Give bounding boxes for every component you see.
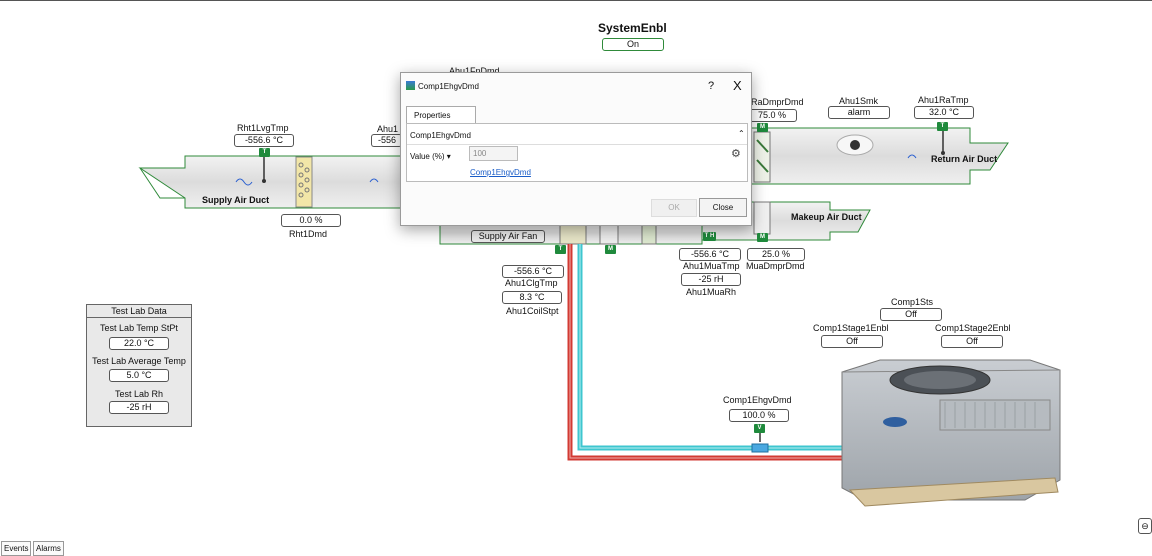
test-lab-rh-value[interactable]: -25 rH bbox=[109, 401, 169, 414]
close-button[interactable]: Close bbox=[699, 198, 747, 217]
ahu1-coil-stpt-value[interactable]: 8.3 °C bbox=[502, 291, 562, 304]
test-lab-temp-stpt-label: Test Lab Temp StPt bbox=[100, 323, 178, 333]
return-temp-badge[interactable]: T bbox=[937, 122, 948, 131]
temp-sensor-badge[interactable]: T bbox=[259, 148, 270, 157]
tab-properties[interactable]: Properties bbox=[406, 106, 476, 123]
ahu1-mua-rh-label: Ahu1MuaRh bbox=[686, 287, 737, 297]
comp1-ehgv-dmd-label: Comp1EhgvDmd bbox=[723, 395, 792, 405]
dialog-title: Comp1EhgvDmd bbox=[418, 82, 479, 91]
gear-icon[interactable]: ⚙ bbox=[731, 148, 741, 160]
value-input[interactable]: 100 bbox=[469, 146, 518, 161]
comp1-stage2-value[interactable]: Off bbox=[941, 335, 1003, 348]
test-lab-rh-label: Test Lab Rh bbox=[114, 389, 164, 399]
damper-badge[interactable]: M bbox=[757, 123, 768, 132]
rooftop-unit bbox=[841, 359, 1061, 507]
ahu1-smk-label: Ahu1Smk bbox=[839, 96, 879, 106]
makeup-damper bbox=[753, 201, 771, 235]
ahu1-ra-tmp-value[interactable]: 32.0 °C bbox=[914, 106, 974, 119]
supply-duct-label: Supply Air Duct bbox=[202, 195, 270, 205]
filter-badge[interactable]: M bbox=[605, 245, 616, 254]
app-icon bbox=[406, 81, 415, 90]
ahu1-partial-value[interactable]: -556 bbox=[371, 134, 402, 147]
comp1-stage2-label: Comp1Stage2Enbl bbox=[935, 323, 1011, 333]
help-button[interactable]: ? bbox=[708, 80, 715, 92]
ahu1-smk-value[interactable]: alarm bbox=[828, 106, 890, 119]
value-dropdown[interactable]: Value (%) ▾ bbox=[410, 152, 451, 161]
mua-dmpr-dmd-value[interactable]: 25.0 % bbox=[747, 248, 805, 261]
ra-dmpr-dmd-label: RaDmprDmd bbox=[751, 97, 804, 107]
mua-damper-badge[interactable]: M bbox=[757, 233, 768, 242]
ra-dmpr-dmd-value[interactable]: 75.0 % bbox=[747, 109, 797, 122]
rht1-lvg-tmp-label: Rht1LvgTmp bbox=[237, 123, 289, 133]
supply-fan-label[interactable]: Supply Air Fan bbox=[471, 230, 545, 243]
comp1-sts-value[interactable]: Off bbox=[880, 308, 942, 321]
comp1-stage1-value[interactable]: Off bbox=[821, 335, 883, 348]
test-lab-temp-stpt-value[interactable]: 22.0 °C bbox=[109, 337, 169, 350]
properties-panel: Comp1EhgvDmd ⌃ Value (%) ▾ 100 ⚙ Comp1Eh… bbox=[406, 123, 748, 182]
panel-toggle-icon[interactable]: ⊖ bbox=[1138, 518, 1152, 534]
makeup-duct-label: Makeup Air Duct bbox=[791, 212, 862, 222]
properties-dialog: Comp1EhgvDmd ? X Properties Comp1EhgvDmd… bbox=[400, 72, 752, 226]
ahu1-fn-dmd-label: Ahu1FnDmd bbox=[449, 66, 500, 72]
return-duct-label: Return Air Duct bbox=[931, 154, 998, 164]
ahu1-partial-label: Ahu1 bbox=[377, 124, 399, 134]
ahu1-clg-tmp-value[interactable]: -556.6 °C bbox=[502, 265, 564, 278]
comp1-ehgv-dmd-value[interactable]: 100.0 % bbox=[729, 409, 789, 422]
rht1-dmd-label: Rht1Dmd bbox=[289, 229, 328, 239]
test-lab-panel: Test Lab Data Test Lab Temp StPt 22.0 °C… bbox=[86, 304, 192, 427]
test-lab-avg-temp-label: Test Lab Average Temp bbox=[92, 356, 186, 366]
tab-alarms[interactable]: Alarms bbox=[33, 541, 64, 556]
test-lab-title: Test Lab Data bbox=[87, 305, 191, 318]
system-enable-title: SystemEnbl bbox=[598, 21, 667, 35]
mua-th-badge[interactable]: T H bbox=[703, 232, 716, 241]
ahu1-mua-tmp-value[interactable]: -556.6 °C bbox=[679, 248, 741, 261]
valve-badge[interactable]: V bbox=[754, 424, 765, 433]
rht1-lvg-tmp-value[interactable]: -556.6 °C bbox=[234, 134, 294, 147]
caret-up-icon[interactable]: ⌃ bbox=[738, 129, 745, 138]
test-lab-avg-temp-value[interactable]: 5.0 °C bbox=[109, 369, 169, 382]
comp1-stage1-label: Comp1Stage1Enbl bbox=[813, 323, 889, 333]
ahu1-coil-stpt-label: Ahu1CoilStpt bbox=[506, 306, 559, 316]
ahu1-mua-tmp-label: Ahu1MuaTmp bbox=[683, 261, 740, 271]
ok-button[interactable]: OK bbox=[651, 199, 697, 217]
return-damper bbox=[753, 131, 771, 183]
ehgv-valve[interactable] bbox=[751, 432, 769, 453]
supply-air-duct bbox=[138, 155, 441, 209]
field-name: Comp1EhgvDmd bbox=[410, 131, 471, 140]
point-link[interactable]: Comp1EhgvDmd bbox=[470, 168, 531, 177]
reheat-coil bbox=[295, 156, 313, 208]
ahu1-ra-tmp-label: Ahu1RaTmp bbox=[918, 95, 969, 105]
coil-temp-badge[interactable]: T bbox=[555, 245, 566, 254]
ahu1-clg-tmp-label: Ahu1ClgTmp bbox=[505, 278, 558, 288]
mua-dmpr-dmd-label: MuaDmprDmd bbox=[746, 261, 805, 271]
comp1-sts-label: Comp1Sts bbox=[891, 297, 934, 307]
tab-events[interactable]: Events bbox=[1, 541, 32, 556]
divider bbox=[407, 144, 747, 145]
system-enable-value[interactable]: On bbox=[602, 38, 664, 51]
rht1-dmd-value[interactable]: 0.0 % bbox=[281, 214, 341, 227]
top-border bbox=[0, 0, 1152, 1]
ahu1-mua-rh-value[interactable]: -25 rH bbox=[681, 273, 741, 286]
close-icon[interactable]: X bbox=[733, 78, 742, 93]
